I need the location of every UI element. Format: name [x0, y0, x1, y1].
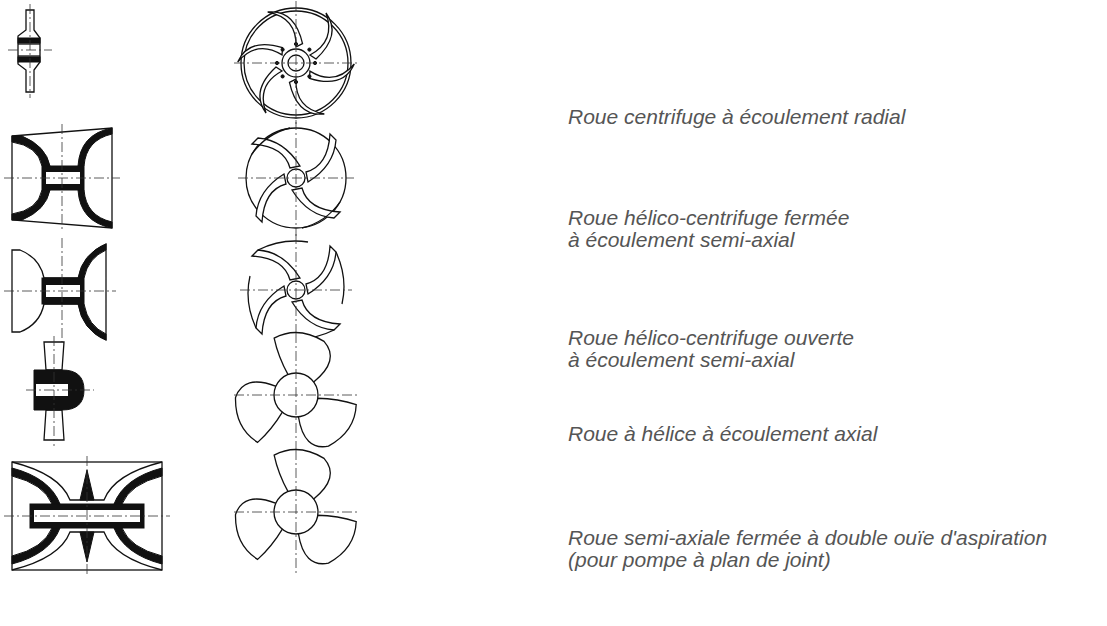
open-mixed-flow-front-part [256, 286, 286, 334]
closed-mixed-flow-front-part [252, 128, 290, 154]
radial-impeller-front-part [308, 48, 311, 51]
axial-propeller-front-part [232, 324, 366, 455]
axial-propeller-side [26, 336, 94, 446]
impeller-caption: Roue à hélice à écoulement axial [568, 423, 1088, 445]
axial-propeller-side-part [54, 336, 55, 446]
impeller-caption: Roue hélico-centrifuge fermée à écouleme… [568, 207, 858, 251]
closed-mixed-flow-front [238, 120, 354, 236]
closed-mixed-flow-front-part [292, 188, 340, 218]
double-suction-side-part [12, 528, 60, 564]
radial-impeller-front-part [260, 7, 311, 49]
radial-impeller-side-part [18, 55, 40, 56]
open-mixed-flow-front-part [296, 234, 297, 346]
double-suction-side-part [114, 528, 162, 564]
double-suction-side-part [12, 468, 60, 504]
open-mixed-flow-front-part [248, 276, 256, 328]
radial-impeller-front-part [281, 48, 284, 51]
double-suction-side-part [87, 456, 88, 576]
closed-mixed-flow-front-part [256, 174, 286, 222]
impeller-caption: Roue centrifuge à écoulement radial [568, 106, 1088, 128]
radial-impeller-front-part [281, 75, 284, 78]
radial-impeller-front-part [296, 1, 297, 125]
closed-mixed-flow-side-part [78, 190, 112, 228]
radial-impeller-front-part [306, 50, 357, 92]
double-suction-front-part [232, 441, 366, 572]
open-mixed-flow-front-part [292, 300, 340, 330]
radial-impeller-front [234, 1, 358, 125]
closed-mixed-flow-side-part [62, 124, 63, 232]
double-suction-side [4, 456, 170, 576]
radial-impeller-side-part [18, 43, 40, 44]
axial-propeller-front-part [296, 333, 297, 457]
open-mixed-flow-side-part [12, 244, 106, 340]
open-mixed-flow-side-part [62, 238, 63, 346]
open-mixed-flow-front-part [252, 250, 300, 280]
radial-impeller-front-part [260, 67, 282, 113]
axial-propeller-side-part [26, 390, 94, 391]
double-suction-front [232, 441, 366, 574]
open-mixed-flow-front [240, 234, 352, 346]
open-mixed-flow-side-part [78, 304, 106, 340]
impeller-caption: Roue hélico-centrifuge ouverte à écoulem… [568, 327, 868, 371]
closed-mixed-flow-front-part [302, 202, 340, 228]
closed-mixed-flow-side-part [12, 190, 50, 220]
radial-impeller-side-part [18, 57, 40, 62]
impeller-caption: Roue semi-axiale fermée à double ouïe d'… [568, 527, 1068, 571]
radial-impeller-side-part [30, 4, 31, 98]
radial-impeller-front-part [310, 13, 332, 59]
open-mixed-flow-side [4, 238, 116, 346]
radial-impeller-front-part [281, 77, 332, 119]
radial-impeller-front-part [235, 34, 286, 76]
open-mixed-flow-front-part [336, 252, 344, 304]
closed-mixed-flow-side [4, 124, 120, 232]
radial-impeller-side-part [18, 38, 40, 43]
open-mixed-flow-front-part [306, 246, 336, 294]
axial-propeller-front [232, 324, 366, 457]
double-suction-side-part [114, 468, 162, 504]
closed-mixed-flow-front-part [252, 138, 300, 168]
closed-mixed-flow-front-part [296, 120, 297, 236]
closed-mixed-flow-side-part [12, 136, 50, 166]
radial-impeller-front-part [308, 75, 311, 78]
double-suction-front-part [296, 450, 297, 574]
closed-mixed-flow-side-part [78, 128, 112, 166]
closed-mixed-flow-front-part [306, 134, 336, 182]
open-mixed-flow-side-part [4, 291, 116, 292]
open-mixed-flow-side-part [78, 244, 106, 278]
radial-impeller-side [8, 4, 52, 98]
open-mixed-flow-front-part [258, 241, 308, 250]
radial-impeller-side-part [18, 10, 40, 92]
